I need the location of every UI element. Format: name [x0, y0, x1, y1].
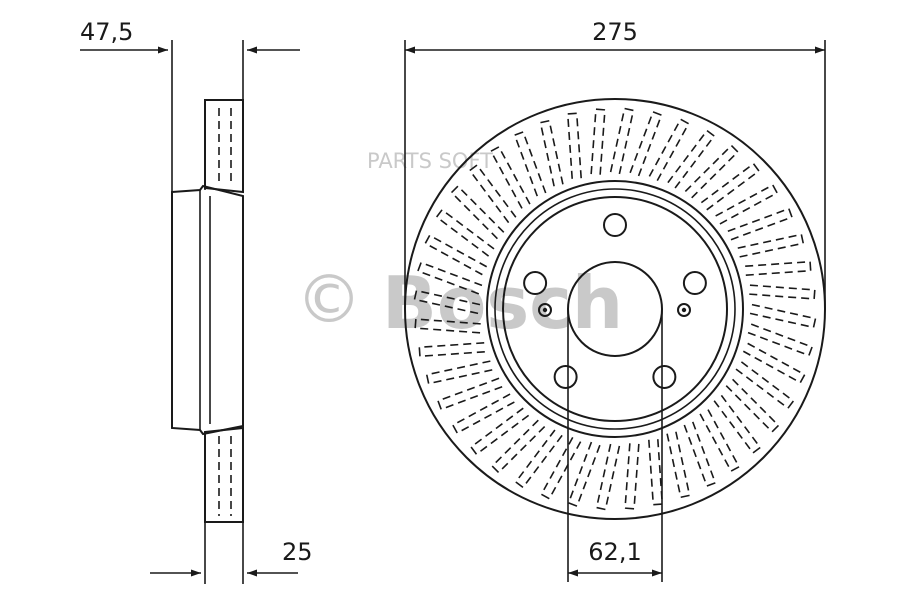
disc-side-view [171, 99, 244, 523]
dimension-thickness: 25 [150, 522, 313, 584]
bolt-hole [652, 364, 677, 389]
cooling-vanes [413, 107, 817, 511]
dimension-center-bore-label: 62,1 [588, 538, 641, 566]
dimension-outer-diameter: 275 [404, 18, 826, 309]
dimension-offset: 47,5 [80, 18, 300, 192]
bolt-holes [523, 213, 707, 389]
dimension-offset-label: 47,5 [80, 18, 133, 46]
watermark-group: PARTS SOFT © Bosch [296, 149, 623, 345]
dimension-center-bore: 62,1 [567, 309, 663, 582]
bolt-hole [682, 271, 707, 296]
bolt-hole [603, 213, 627, 237]
dimension-outer-diameter-label: 275 [592, 18, 638, 46]
disc-front-view [404, 98, 826, 520]
watermark-copyright-symbol: © [296, 261, 362, 338]
bolt-hole [523, 271, 548, 296]
bolt-hole [553, 364, 578, 389]
dimension-thickness-label: 25 [282, 538, 313, 566]
